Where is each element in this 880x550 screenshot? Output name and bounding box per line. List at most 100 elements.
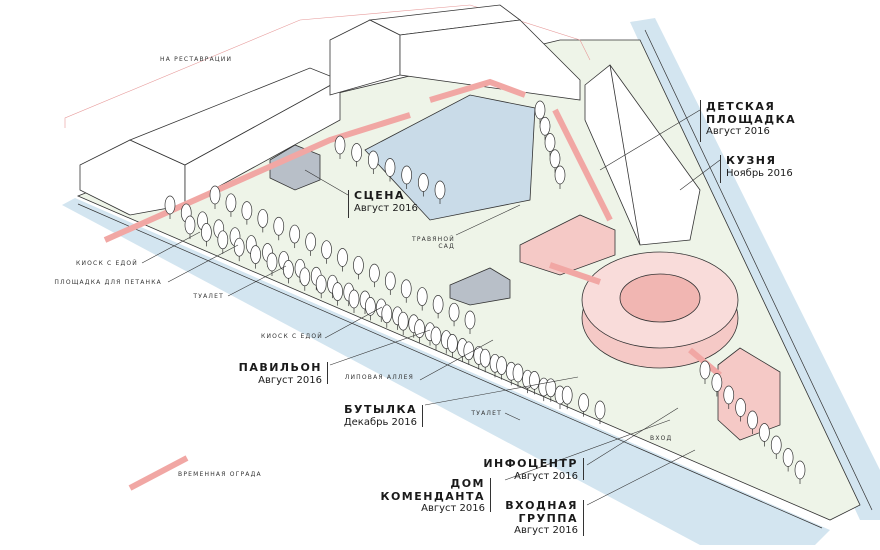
tree-icon xyxy=(337,248,348,272)
tree-icon xyxy=(534,100,546,124)
tree-icon xyxy=(384,271,396,295)
tree-icon xyxy=(416,287,428,311)
label-herb-garden: ТРАВЯНОЙ САД xyxy=(412,236,455,251)
tree-icon xyxy=(448,302,460,327)
tree-icon xyxy=(381,304,393,328)
tree-icon xyxy=(289,224,301,249)
tree-icon xyxy=(554,165,566,189)
tree-icon xyxy=(241,201,253,225)
tree-icon xyxy=(434,180,446,204)
place-pavilion[interactable]: ПАВИЛЬОН Август 2016 xyxy=(238,361,322,386)
place-bottle[interactable]: БУТЫЛКА Декабрь 2016 xyxy=(343,403,417,428)
tree-icon xyxy=(367,150,379,174)
place-commandant[interactable]: ДОМ КОМЕНДАНТА Август 2016 xyxy=(375,477,485,515)
tree-icon xyxy=(283,260,294,284)
tree-icon xyxy=(544,133,556,157)
tree-icon xyxy=(464,310,476,334)
place-date: Ноябрь 2016 xyxy=(726,167,793,179)
place-name: БУТЫЛКА xyxy=(344,403,417,416)
place-name: ИНФОЦЕНТР xyxy=(483,457,578,470)
tree-icon xyxy=(365,297,376,321)
place-name: ДОМ КОМЕНДАНТА xyxy=(380,477,485,503)
tree-icon xyxy=(401,165,413,189)
tree-icon xyxy=(529,371,540,395)
tree-icon xyxy=(266,252,278,276)
label-herb-garden-1: ТРАВЯНОЙ xyxy=(412,236,455,243)
pavilion-building xyxy=(449,267,511,306)
tree-icon xyxy=(545,378,557,402)
place-date: Август 2016 xyxy=(421,503,485,515)
place-name: ВХОДНАЯ ГРУППА xyxy=(505,499,578,525)
tree-icon xyxy=(432,295,444,319)
tree-icon xyxy=(479,348,491,373)
tree-icon xyxy=(315,274,327,299)
barracks-top xyxy=(329,4,581,101)
place-entrance-group[interactable]: ВХОДНАЯ ГРУППА Август 2016 xyxy=(498,499,578,537)
place-infocenter[interactable]: ИНФОЦЕНТР Август 2016 xyxy=(483,457,578,482)
tree-icon xyxy=(397,311,409,336)
tree-icon xyxy=(384,158,396,182)
place-date: Август 2016 xyxy=(706,126,770,138)
ring-building xyxy=(581,251,739,369)
restoration-line xyxy=(64,4,471,128)
tree-icon xyxy=(430,326,442,350)
tree-icon xyxy=(549,149,561,173)
place-name: КУЗНЯ xyxy=(726,154,777,167)
place-name: СЦЕНА xyxy=(354,189,406,202)
tree-icon xyxy=(699,360,711,384)
label-toilet-1: ТУАЛЕТ xyxy=(193,293,224,300)
tree-icon xyxy=(353,255,364,280)
label-toilet-2: ТУАЛЕТ xyxy=(471,410,502,417)
tree-icon xyxy=(225,193,237,217)
place-playground[interactable]: ДЕТСКАЯ ПЛОЩАДКА Август 2016 xyxy=(706,100,797,138)
label-linden-alley: ЛИПОВАЯ АЛЛЕЯ xyxy=(344,374,414,381)
water-bottom xyxy=(62,198,830,545)
legend-fence-label: ВРЕМЕННАЯ ОГРАДА xyxy=(178,471,262,478)
tree-icon xyxy=(400,279,412,303)
tree-icon xyxy=(782,448,794,472)
tree-icon xyxy=(201,223,212,247)
tree-icon xyxy=(321,240,332,264)
tree-icon xyxy=(369,263,380,288)
place-date: Декабрь 2016 xyxy=(343,416,417,428)
tree-icon xyxy=(184,215,196,239)
tree-icon xyxy=(209,185,221,209)
place-stage[interactable]: СЦЕНА Август 2016 xyxy=(354,189,418,214)
tree-icon xyxy=(578,393,589,417)
tree-icon xyxy=(794,460,806,484)
label-kiosk-1: КИОСК С ЕДОЙ xyxy=(75,260,138,267)
label-herb-garden-2: САД xyxy=(438,242,455,250)
tree-icon xyxy=(348,289,360,313)
pond xyxy=(364,94,536,221)
place-date: Август 2016 xyxy=(514,525,578,537)
tree-icon xyxy=(711,373,723,397)
tree-icon xyxy=(417,173,429,197)
tree-icon xyxy=(233,237,245,262)
tree-icon xyxy=(723,385,735,409)
label-kiosk-2: КИОСК С ЕДОЙ xyxy=(260,333,323,340)
tree-icon xyxy=(217,230,229,254)
label-entrance: ВХОД xyxy=(650,435,673,442)
tree-icon xyxy=(496,356,507,380)
stage-building xyxy=(269,144,321,191)
place-name: ПАВИЛЬОН xyxy=(238,361,322,374)
tree-icon xyxy=(735,398,746,422)
tree-icon xyxy=(414,319,425,343)
tree-icon xyxy=(257,209,269,233)
place-kuznya[interactable]: КУЗНЯ Ноябрь 2016 xyxy=(726,154,793,179)
tree-icon xyxy=(759,423,770,447)
place-date: Август 2016 xyxy=(354,202,418,214)
place-date: Август 2016 xyxy=(514,470,578,482)
temporary-fence xyxy=(103,78,722,378)
place-date: Август 2016 xyxy=(258,374,322,386)
tree-icon xyxy=(770,435,782,459)
tree-icon xyxy=(299,267,311,291)
tree-icon xyxy=(273,216,285,241)
place-name: ДЕТСКАЯ ПЛОЩАДКА xyxy=(706,100,797,126)
playground-building xyxy=(519,214,616,276)
label-petanque: ПЛОЩАДКА ДЛЯ ПЕТАНКА xyxy=(54,279,162,286)
tree-icon xyxy=(305,232,316,256)
tree-icon xyxy=(164,195,176,219)
tree-icon xyxy=(512,363,524,387)
